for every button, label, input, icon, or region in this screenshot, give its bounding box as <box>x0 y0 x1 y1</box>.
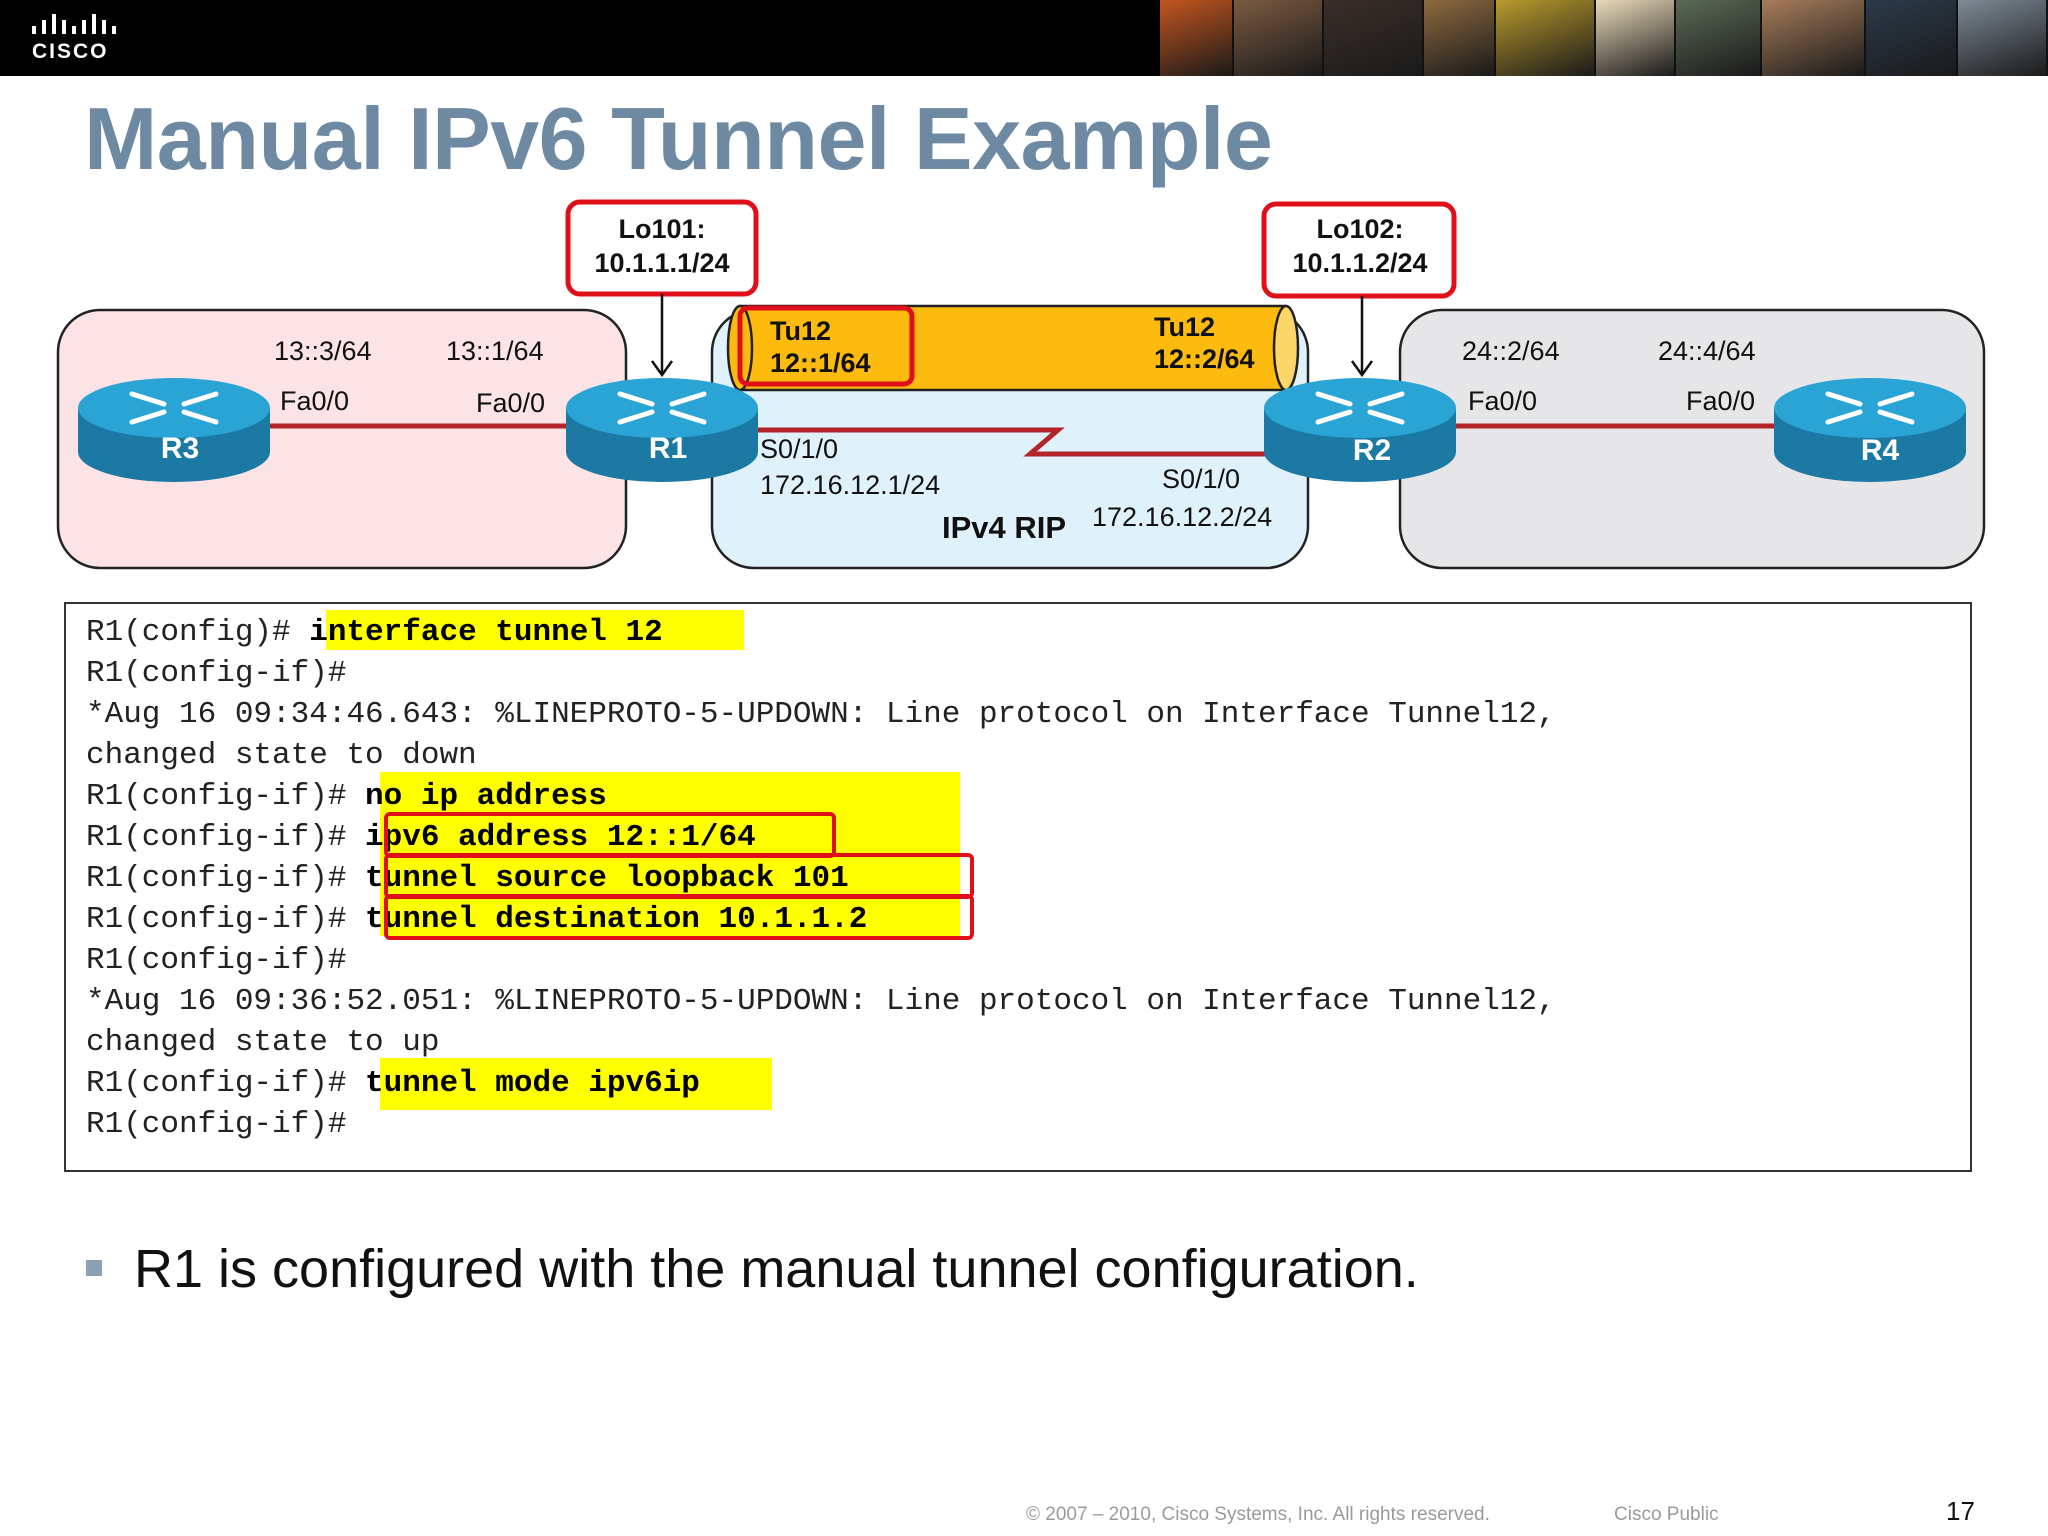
console-line: R1(config-if)# <box>86 1107 347 1142</box>
header-photo <box>1596 0 1677 76</box>
console-line: R1(config-if)# tunnel mode ipv6ip <box>86 1066 700 1101</box>
console-line: R1(config)# interface tunnel 12 <box>86 615 663 650</box>
lo102-arrowhead <box>1350 360 1374 378</box>
header-bar: CISCO <box>0 0 2048 76</box>
if-r3-fa: Fa0/0 <box>280 386 349 416</box>
if-r2-fa: Fa0/0 <box>1468 386 1537 416</box>
serial-r2-addr: 172.16.12.2/24 <box>1092 502 1272 532</box>
if-r4-fa: Fa0/0 <box>1686 386 1755 416</box>
lo101-arrowhead <box>650 360 674 378</box>
addr-r2-fa: 24::2/64 <box>1462 336 1560 366</box>
tu12-r2-addr: 12::2/64 <box>1154 344 1255 374</box>
network-diagram: Lo101: 10.1.1.1/24 Lo102: 10.1.1.2/24 Tu… <box>56 199 1986 570</box>
ipv4-rip-label: IPv4 RIP <box>942 510 1066 545</box>
console-line: R1(config-if)# tunnel source loopback 10… <box>86 861 849 896</box>
serial-r1-addr: 172.16.12.1/24 <box>760 470 940 500</box>
console-line: R1(config-if)# <box>86 943 347 978</box>
header-photo <box>1496 0 1597 76</box>
console-line: changed state to up <box>86 1025 440 1060</box>
cisco-logo: CISCO <box>30 12 120 67</box>
serial-r1-if: S0/1/0 <box>760 434 838 464</box>
tu12-r1-addr: 12::1/64 <box>770 348 871 378</box>
header-photo <box>1866 0 1959 76</box>
tunnel-destination-highlight <box>384 894 974 940</box>
lo102-label: Lo102: <box>1316 214 1403 244</box>
addr-r3-fa: 13::3/64 <box>274 336 372 366</box>
tu12-r1-if: Tu12 <box>770 316 831 346</box>
header-photo <box>1676 0 1763 76</box>
console-line: changed state to down <box>86 738 477 773</box>
bullet-marker <box>86 1260 102 1276</box>
console-line: *Aug 16 09:36:52.051: %LINEPROTO-5-UPDOW… <box>86 984 1556 1019</box>
footer-copyright: © 2007 – 2010, Cisco Systems, Inc. All r… <box>1026 1504 1490 1525</box>
highlight-tunnel-mode-cmd <box>380 1058 772 1110</box>
console-line: *Aug 16 09:34:46.643: %LINEPROTO-5-UPDOW… <box>86 697 1556 732</box>
serial-link <box>756 427 1290 457</box>
page-title: Manual IPv6 Tunnel Example <box>84 89 1273 188</box>
addr-r4-fa: 24::4/64 <box>1658 336 1756 366</box>
lo101-addr: 10.1.1.1/24 <box>594 248 729 278</box>
router-r3-icon: R3 <box>78 378 270 482</box>
logo-text: CISCO <box>32 40 109 63</box>
header-photo-strip <box>1160 0 2048 76</box>
serial-r2-if: S0/1/0 <box>1162 464 1240 494</box>
footer-classification: Cisco Public <box>1614 1504 1719 1525</box>
bullet-text: R1 is configured with the manual tunnel … <box>134 1239 1419 1299</box>
if-r1-fa: Fa0/0 <box>476 388 545 418</box>
header-photo <box>1324 0 1425 76</box>
cisco-bars-icon <box>32 14 116 34</box>
lo102-callout <box>1261 201 1457 299</box>
tu12-r1-highlight <box>737 305 915 387</box>
addr-r1-fa: 13::1/64 <box>446 336 544 366</box>
header-photo <box>1234 0 1325 76</box>
console-line: R1(config-if)# <box>86 656 347 691</box>
console-line: R1(config-if)# no ip address <box>86 779 607 814</box>
header-photo <box>1160 0 1235 76</box>
svg-text:R4: R4 <box>1861 434 1900 467</box>
console-line: R1(config-if)# tunnel destination 10.1.1… <box>86 902 868 937</box>
highlight-interface-cmd <box>326 610 744 650</box>
lo101-label: Lo101: <box>618 214 705 244</box>
header-photo <box>1958 0 2048 76</box>
svg-text:R3: R3 <box>161 432 199 465</box>
header-photo <box>1762 0 1867 76</box>
svg-text:R1: R1 <box>649 432 687 465</box>
tu12-r2-if: Tu12 <box>1154 312 1215 342</box>
svg-text:R2: R2 <box>1353 434 1391 467</box>
router-r4-icon: R4 <box>1774 378 1966 482</box>
console-line: R1(config-if)# ipv6 address 12::1/64 <box>86 820 756 855</box>
router-r2-icon: R2 <box>1264 378 1456 482</box>
console-output: R1(config)# interface tunnel 12 R1(confi… <box>64 602 1972 1172</box>
tunnel-cylinder <box>726 304 1300 392</box>
tunnel-source-highlight <box>384 853 974 899</box>
header-photo <box>1424 0 1497 76</box>
page-number: 17 <box>1946 1496 1975 1526</box>
lo102-addr: 10.1.1.2/24 <box>1292 248 1427 278</box>
router-r1-icon: R1 <box>566 378 758 482</box>
ipv6-address-highlight <box>384 812 836 858</box>
